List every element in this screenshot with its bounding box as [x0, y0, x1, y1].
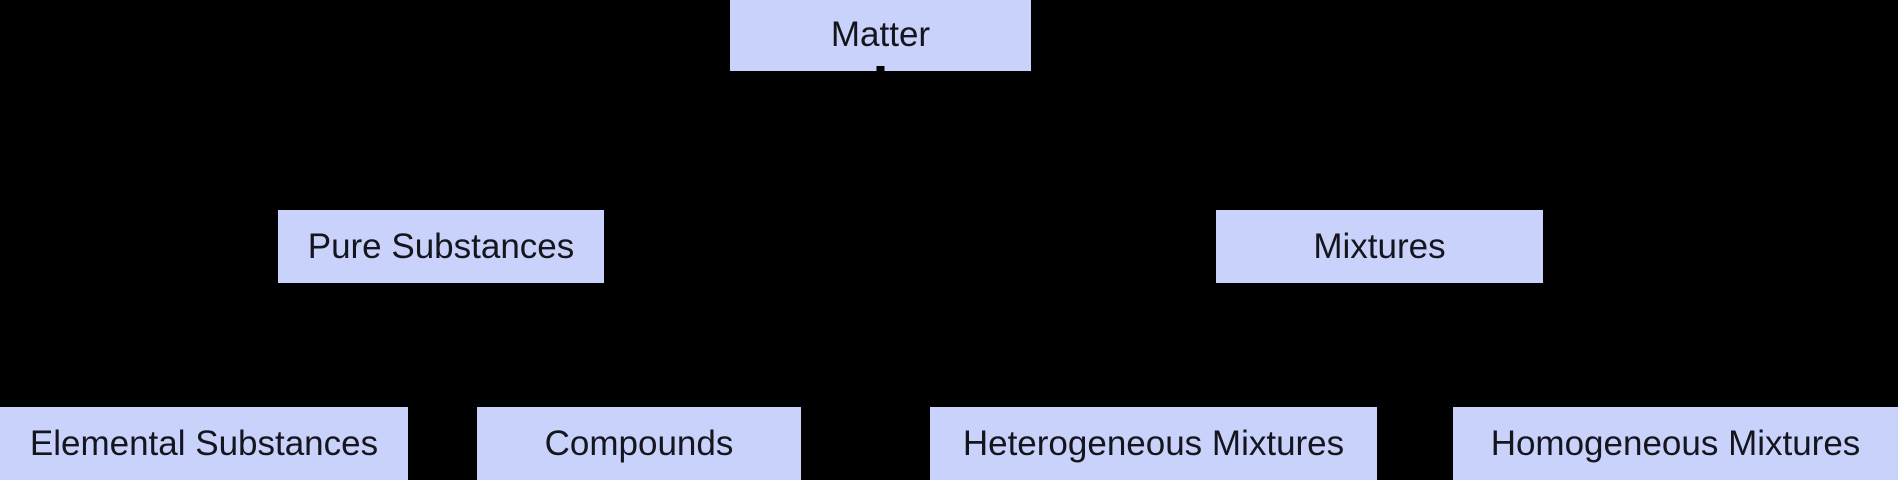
node-compounds: Compounds: [477, 407, 801, 480]
node-mixtures: Mixtures: [1216, 210, 1543, 283]
node-homogeneous-mixtures-label: Homogeneous Mixtures: [1490, 424, 1861, 463]
node-pure-substances: Pure Substances: [278, 210, 604, 283]
edge-matter-pure-substances: [437, 66, 885, 210]
node-elemental-substances-label: Elemental Substances: [29, 424, 379, 463]
node-elemental-substances: Elemental Substances: [0, 407, 408, 480]
node-heterogeneous-mixtures: Heterogeneous Mixtures: [930, 407, 1377, 480]
node-matter-label: Matter: [830, 15, 931, 54]
node-heterogeneous-mixtures-label: Heterogeneous Mixtures: [962, 424, 1345, 463]
edge-matter-mixtures: [876, 66, 1384, 210]
node-homogeneous-mixtures: Homogeneous Mixtures: [1453, 407, 1898, 480]
edge-mixtures-homogeneous: [1375, 283, 1680, 407]
node-compounds-label: Compounds: [544, 424, 734, 463]
node-mixtures-label: Mixtures: [1313, 227, 1446, 266]
edge-pure-compounds: [437, 283, 643, 407]
node-matter: Matter: [730, 0, 1031, 71]
node-pure-substances-label: Pure Substances: [307, 227, 575, 266]
edge-pure-elemental-substances: [200, 283, 445, 407]
edge-mixtures-heterogeneous: [1149, 283, 1384, 407]
